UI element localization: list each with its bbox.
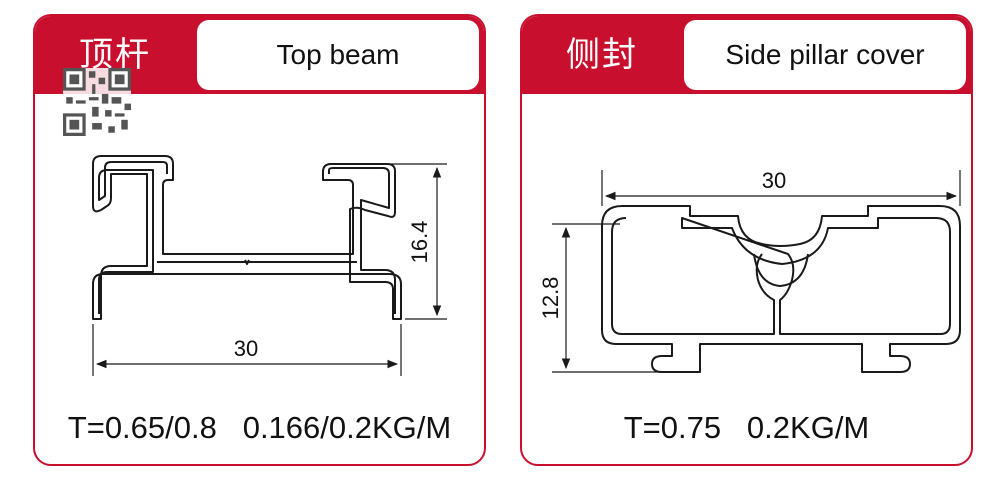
specification-text: T=0.65/0.8 0.166/0.2KG/M [67, 410, 452, 445]
width-dimension-label: 30 [762, 168, 786, 193]
qr-code-icon [63, 68, 131, 136]
height-dimension-label: 16.4 [407, 221, 432, 264]
top-beam-dimension-lines [92, 163, 447, 376]
top-beam-profile [92, 155, 402, 320]
side-pillar-cover-card: 侧封 Side pillar cover 30 12.8 T=0. [520, 14, 973, 466]
english-title-box: Top beam [197, 20, 479, 90]
specification-text: T=0.75 0.2KG/M [623, 410, 870, 445]
top-beam-profile-drawing: 30 16.4 [92, 155, 447, 376]
english-title: Top beam [276, 39, 400, 70]
english-title-box: Side pillar cover [684, 20, 966, 90]
side-pillar-cover-profile-drawing: 30 12.8 [538, 168, 961, 373]
side-pillar-cover-profile [601, 205, 961, 373]
side-pillar-cover-dimension-lines [552, 170, 961, 373]
chinese-title: 侧封 [566, 35, 638, 75]
top-beam-card: 顶杆 Top beam [33, 14, 486, 466]
height-dimension-label: 12.8 [538, 277, 563, 320]
card-header: 侧封 Side pillar cover [522, 16, 971, 94]
english-title: Side pillar cover [725, 39, 925, 70]
width-dimension-label: 30 [234, 336, 258, 361]
